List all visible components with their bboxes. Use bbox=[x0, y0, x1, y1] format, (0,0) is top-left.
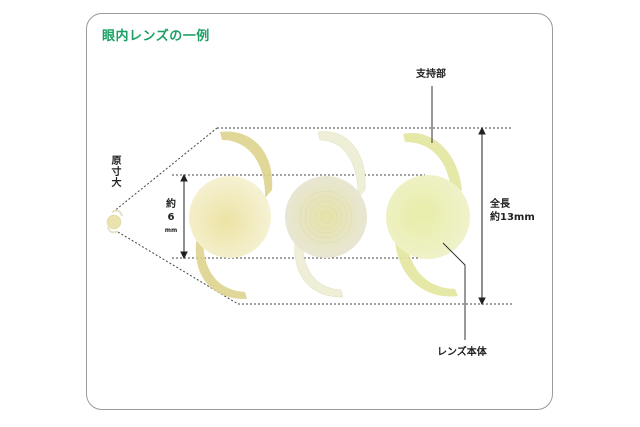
optic-leader bbox=[442, 242, 466, 340]
lens-3 bbox=[386, 133, 470, 297]
actual-size-lens bbox=[106, 209, 123, 234]
diagram-frame bbox=[86, 13, 553, 410]
diameter-label: 約 6 mm bbox=[163, 198, 179, 237]
diameter-approx: 約 bbox=[166, 199, 176, 210]
total-length-label: 全長 約13mm bbox=[490, 198, 535, 224]
diagram-title: 眼内レンズの一例 bbox=[102, 29, 210, 44]
lens-1 bbox=[189, 131, 273, 300]
lens-2 bbox=[285, 131, 367, 298]
diameter-unit: mm bbox=[164, 227, 178, 234]
total-length-value: 約13mm bbox=[490, 212, 535, 223]
diameter-value: 6 bbox=[167, 212, 175, 223]
actual-size-label: 原寸大 bbox=[109, 155, 120, 188]
total-length-title: 全長 bbox=[490, 199, 510, 210]
haptic-label: 支持部 bbox=[416, 69, 446, 80]
diameter-arrow bbox=[180, 173, 188, 260]
total-length-arrow bbox=[478, 126, 486, 306]
optic-label: レンズ本体 bbox=[437, 347, 487, 358]
